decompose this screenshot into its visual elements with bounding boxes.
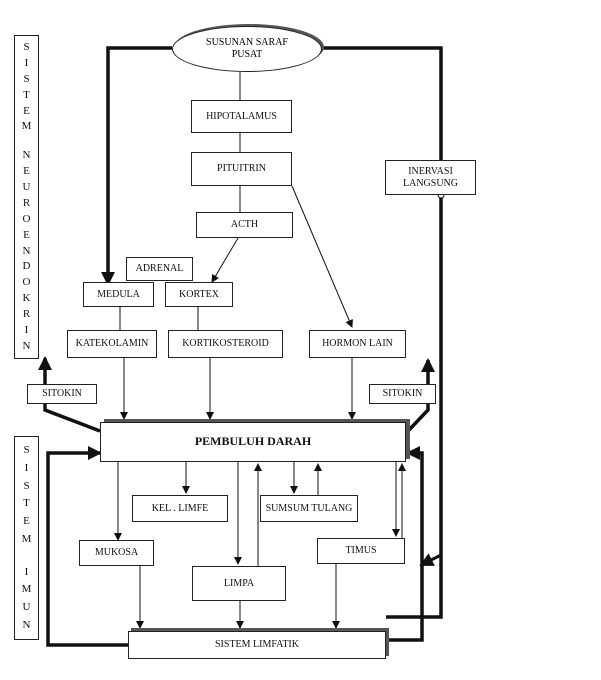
node-pembuluh-darah: PEMBULUH DARAH <box>100 422 406 462</box>
side-label-letter: D <box>22 260 31 273</box>
side-label-letter: I <box>24 461 29 474</box>
node-sitokin-right: SITOKIN <box>369 384 436 404</box>
side-label-letter: M <box>21 120 32 133</box>
side-label-letter: I <box>24 565 29 578</box>
side-label-letter: M <box>21 532 32 545</box>
side-label-letter: N <box>22 149 31 162</box>
side-label-letter: S <box>23 41 30 53</box>
node-katekolamin: KATEKOLAMIN <box>67 330 157 358</box>
side-label-letter: T <box>23 88 30 101</box>
side-label-letter: N <box>22 339 31 352</box>
node-inervasi-langsung: INERVASI LANGSUNG <box>385 160 476 195</box>
node-hormon-lain: HORMON LAIN <box>309 330 406 358</box>
side-label-letter: E <box>23 228 30 241</box>
side-label-letter: R <box>22 196 31 209</box>
side-label-letter: R <box>22 308 31 321</box>
side-label-letter: I <box>24 324 29 337</box>
side-label-letter: T <box>23 497 30 510</box>
node-medula: MEDULA <box>83 282 154 307</box>
side-label-letter: S <box>23 72 30 85</box>
side-label-letter: S <box>23 479 30 492</box>
side-label-letter: K <box>22 292 31 305</box>
node-sumsum-tulang: SUMSUM TULANG <box>260 495 358 522</box>
side-label-letter: E <box>23 515 30 528</box>
node-hipotalamus: HIPOTALAMUS <box>191 100 292 133</box>
node-kortex: KORTEX <box>165 282 233 307</box>
side-label-letter: O <box>22 276 31 289</box>
side-label-letter: S <box>23 444 30 456</box>
side-label-letter: M <box>21 583 32 596</box>
side-label-letter: E <box>23 165 30 178</box>
side-label-letter: E <box>23 104 30 117</box>
node-pituitrin: PITUITRIN <box>191 152 292 186</box>
node-sistem-limfatik: SISTEM LIMFATIK <box>128 631 386 659</box>
side-label-letter: N <box>22 618 31 631</box>
node-kortikosteroid: KORTIKOSTEROID <box>168 330 283 358</box>
node-timus: TIMUS <box>317 538 405 564</box>
node-kel-limfe: KEL . LIMFE <box>132 495 228 522</box>
side-label-letter: N <box>22 244 31 257</box>
side-label-letter: I <box>24 56 29 69</box>
node-sitokin-left: SITOKIN <box>27 384 97 404</box>
side-label-letter: O <box>22 212 31 225</box>
node-susunan-saraf-pusat: SUSUNAN SARAF PUSAT <box>172 26 322 72</box>
side-label-letter: U <box>22 601 31 614</box>
node-limpa: LIMPA <box>192 566 286 601</box>
node-adrenal: ADRENAL <box>126 257 193 281</box>
side-label-letter: U <box>22 181 31 194</box>
node-acth: ACTH <box>196 212 293 238</box>
node-mukosa: MUKOSA <box>79 540 154 566</box>
